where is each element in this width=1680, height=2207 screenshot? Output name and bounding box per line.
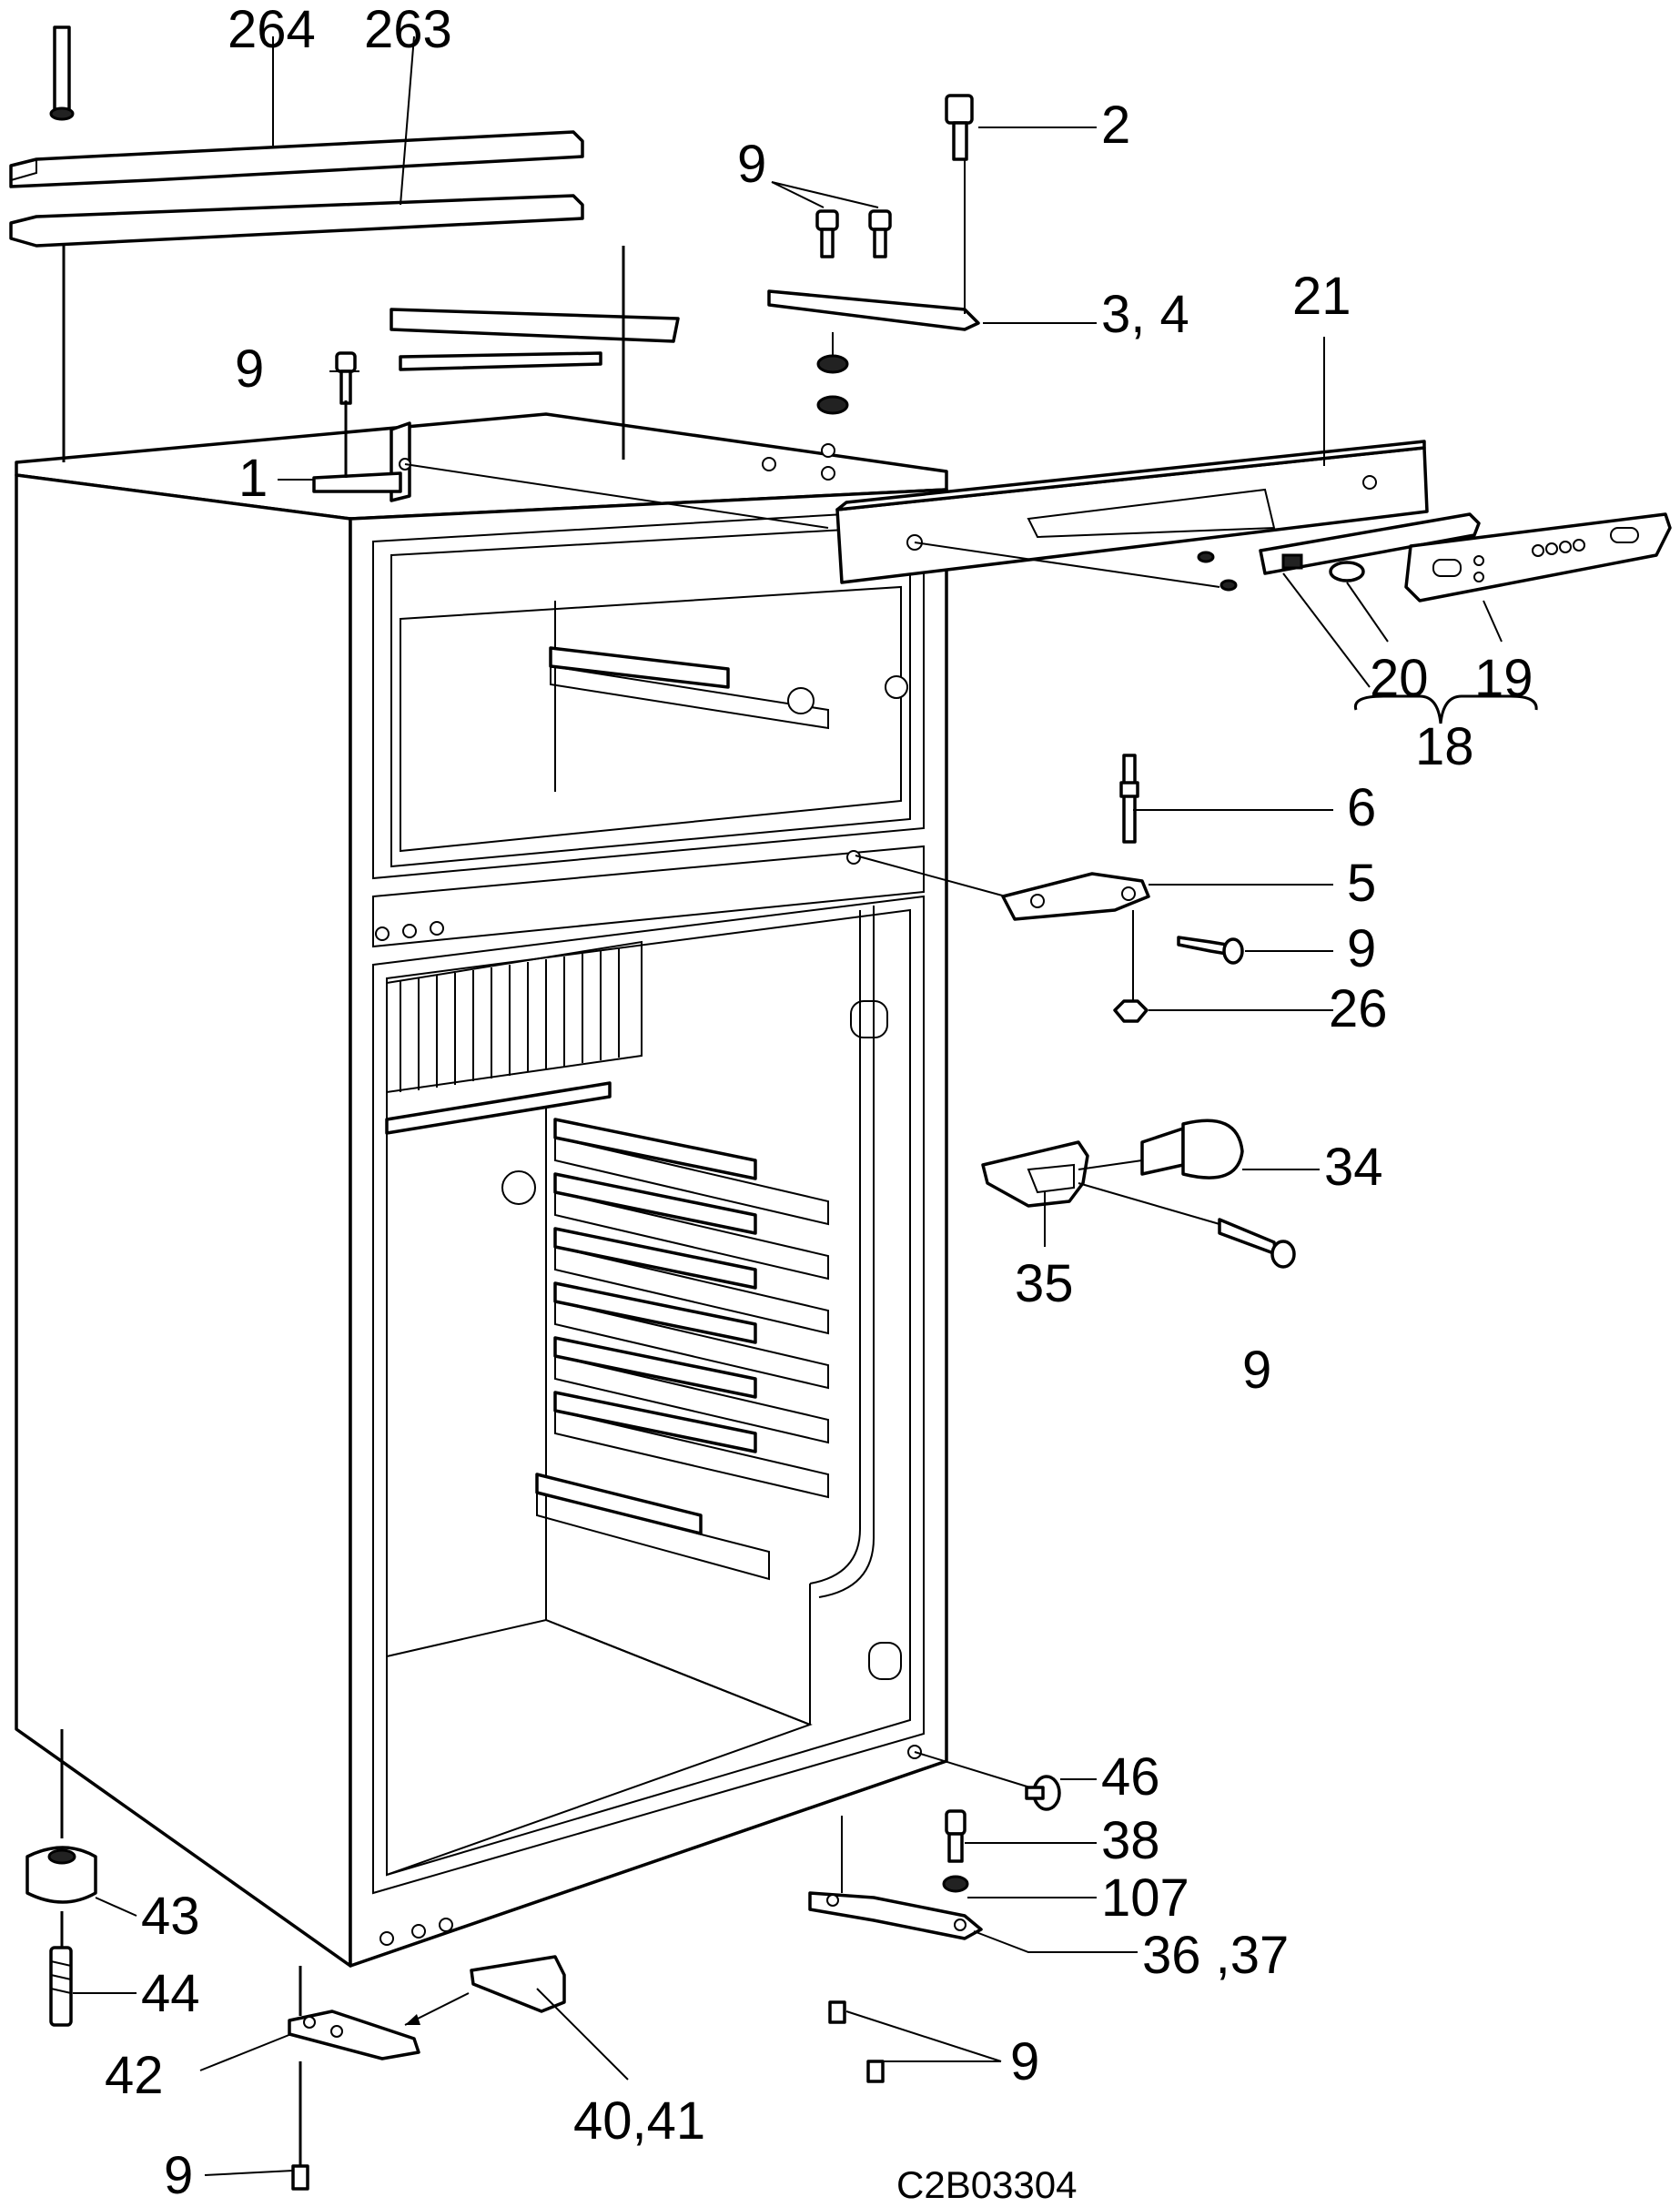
drawing-code: C2B03304 [896,2163,1078,2206]
screw-top-left [49,25,75,121]
screw-9-bottom-right [828,2000,885,2083]
callout-36-37: 36 ,37 [1142,1926,1289,1985]
plug-46 [1025,1775,1061,1811]
callout-21: 21 [1292,267,1351,326]
callout-40-41: 40,41 [573,2091,705,2151]
bottom-hinge-36-37 [808,1809,983,1940]
callout-9: 9 [1347,919,1376,978]
screw-9-latch [1218,1218,1296,1269]
callout-38: 38 [1101,1811,1160,1870]
callout-26: 26 [1329,979,1388,1038]
callout-9: 9 [737,135,766,194]
latch-knob-34 [1140,1119,1244,1179]
callout-20: 20 [1370,649,1429,708]
callout-labels: 264 263 2 9 3, 4 21 9 1 20 19 18 6 5 9 2… [105,0,1533,2205]
callout-6: 6 [1347,778,1376,837]
control-knob-cover-19 [1404,512,1672,602]
control-board-20 [1259,512,1481,582]
callout-46: 46 [1101,1747,1160,1807]
callout-44: 44 [141,1964,200,2023]
callout-3-4: 3, 4 [1101,285,1189,344]
callout-9: 9 [235,339,264,399]
callout-18: 18 [1415,717,1474,776]
door-stop-40-41 [470,1955,566,2013]
control-panel-21 [835,440,1429,584]
door-latch-35 [981,1140,1089,1208]
callout-35: 35 [1015,1254,1074,1313]
hinge-bracket-1 [312,351,411,502]
callout-19: 19 [1474,649,1533,708]
callout-263: 263 [364,0,452,59]
bolt-44 [49,1946,73,2027]
callout-9: 9 [164,2146,193,2205]
evaporator-fins [385,940,643,1135]
callout-43: 43 [141,1887,200,1946]
callout-5: 5 [1347,854,1376,913]
middle-hinge-5 [1001,754,1150,1023]
callout-9: 9 [1242,1341,1271,1400]
callout-34: 34 [1324,1138,1383,1197]
shelf-guides [501,1118,829,1581]
foot-43 [25,1846,97,1904]
callout-107: 107 [1101,1868,1189,1928]
top-hinge-3-4 [767,94,980,415]
fridge-cabinet [15,308,948,1968]
bottom-bracket-42 [288,2010,420,2191]
callout-9: 9 [1010,2032,1039,2091]
top-spacer-264 [9,130,584,188]
top-spacer-263 [9,194,584,248]
callout-2: 2 [1101,96,1130,155]
screw-9-middle [1177,936,1244,965]
callout-42: 42 [105,2046,164,2105]
callout-1: 1 [238,449,268,508]
leader-lines [73,35,1538,2176]
callout-264: 264 [228,0,316,59]
